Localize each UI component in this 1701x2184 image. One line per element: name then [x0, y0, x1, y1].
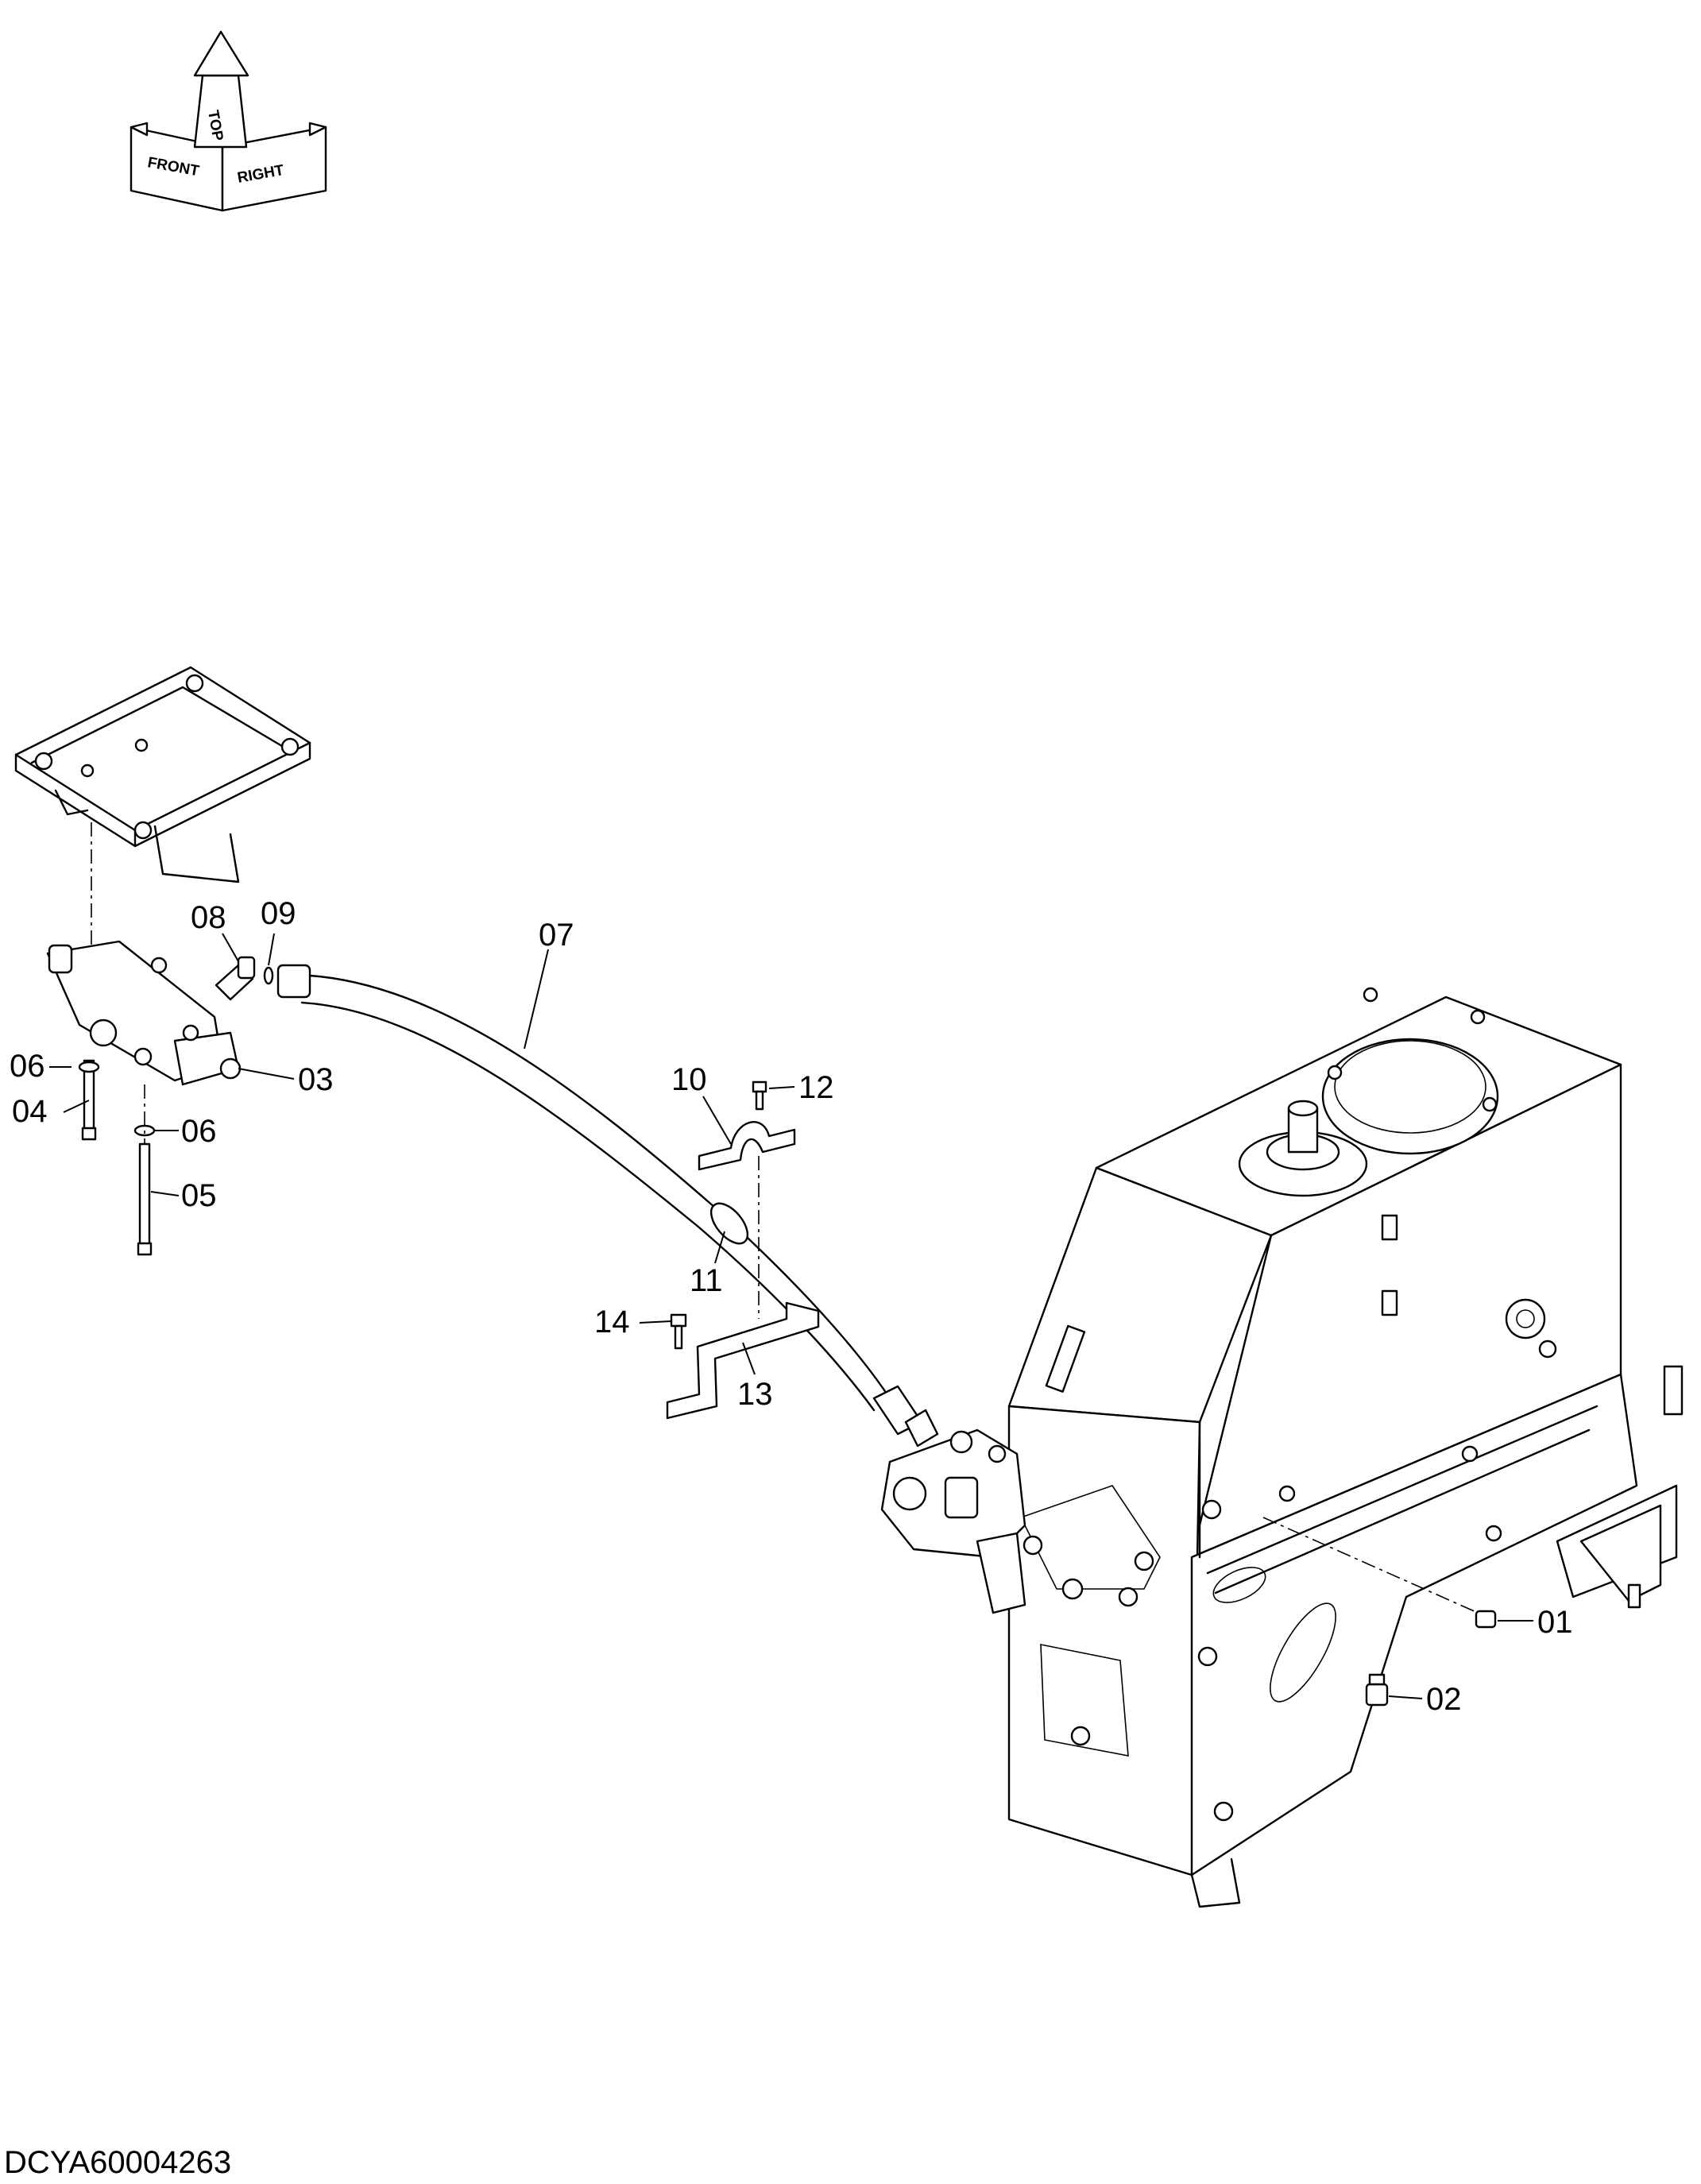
- orientation-badge: FRONT TOP RIGHT: [130, 30, 327, 212]
- washer-06a: [78, 1061, 100, 1073]
- bolt-05: [137, 1142, 153, 1256]
- callout-02: 02: [1426, 1682, 1462, 1717]
- callout-03: 03: [298, 1062, 334, 1097]
- hose-07: [276, 964, 939, 1448]
- callout-05: 05: [181, 1178, 217, 1213]
- control-valve: [46, 940, 242, 1086]
- callout-07: 07: [539, 918, 574, 953]
- bolt-12: [752, 1080, 767, 1111]
- hydraulic-pump: [880, 1428, 1026, 1614]
- bolt-04: [81, 1059, 97, 1141]
- elbow-fitting-08: [215, 956, 256, 1001]
- o-ring-09: [263, 966, 274, 985]
- drawing-id: DCYA60004263: [4, 2145, 231, 2180]
- plug-centerline: [1262, 1517, 1479, 1614]
- callout-13: 13: [737, 1377, 773, 1412]
- bolt-14: [670, 1313, 687, 1350]
- callout-01: 01: [1537, 1605, 1573, 1640]
- callout-09: 09: [261, 896, 296, 931]
- hose-clamp-11: [709, 1202, 749, 1245]
- clamp-10: [698, 1121, 796, 1171]
- callout-12: 12: [798, 1070, 834, 1105]
- plug-01: [1475, 1610, 1497, 1629]
- tank-assembly: [1007, 987, 1684, 1908]
- callout-08: 08: [191, 900, 226, 935]
- callout-labels: 01 02 03 04 05 06 06 07 08 09 10 11 12 1…: [10, 896, 1573, 1717]
- callout-14: 14: [594, 1305, 630, 1339]
- callout-06-upper: 06: [10, 1049, 45, 1084]
- callout-04: 04: [12, 1094, 48, 1129]
- mounting-plate: [14, 666, 311, 883]
- callout-10: 10: [671, 1062, 707, 1097]
- callout-11: 11: [690, 1263, 723, 1298]
- plug-02: [1365, 1673, 1389, 1707]
- bracket-13: [666, 1301, 820, 1420]
- leader-lines: [49, 933, 1533, 1699]
- callout-06-lower: 06: [181, 1114, 217, 1149]
